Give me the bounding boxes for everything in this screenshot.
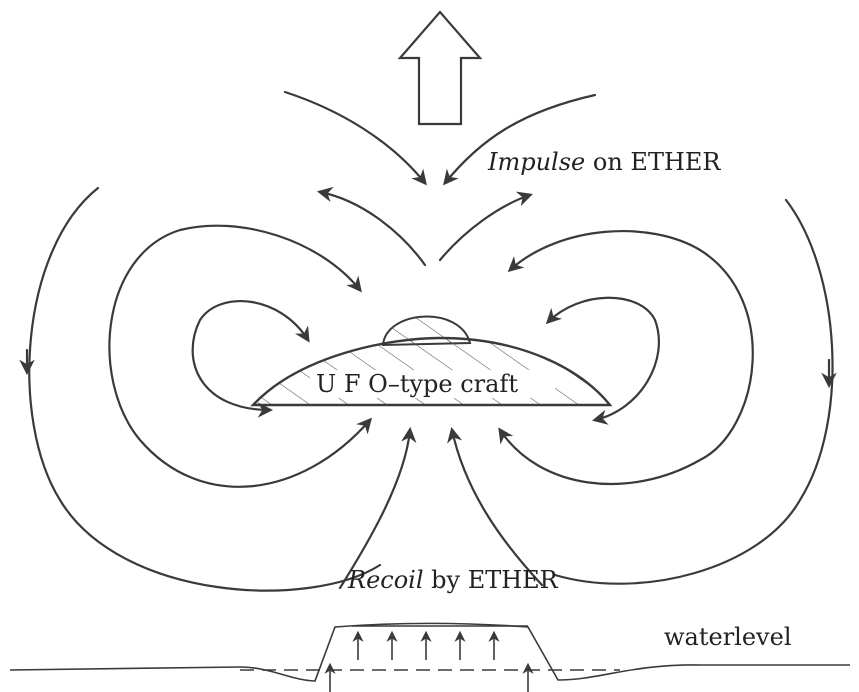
craft-label: U F O–type craft [316,370,518,398]
recoil-label-italic: Recoil [347,566,424,594]
flow-line-mid-right [440,195,530,260]
recoil-label-rest: by ETHER [424,566,559,594]
waterlevel-label: waterlevel [664,623,792,651]
impulse-label-rest: on ETHER [585,148,721,176]
recoil-label: Recoil by ETHER [347,566,559,594]
flow-line-mid-left [320,192,425,265]
up-arrow-icon [400,12,480,124]
recoil-arrow-2 [452,430,542,585]
recoil-arrow-1 [340,430,410,588]
impulse-label-italic: Impulse [487,148,585,176]
bump-arrows [330,633,528,692]
impulse-label: Impulse on ETHER [487,148,721,176]
flow-line-top-left-outer [285,92,425,183]
